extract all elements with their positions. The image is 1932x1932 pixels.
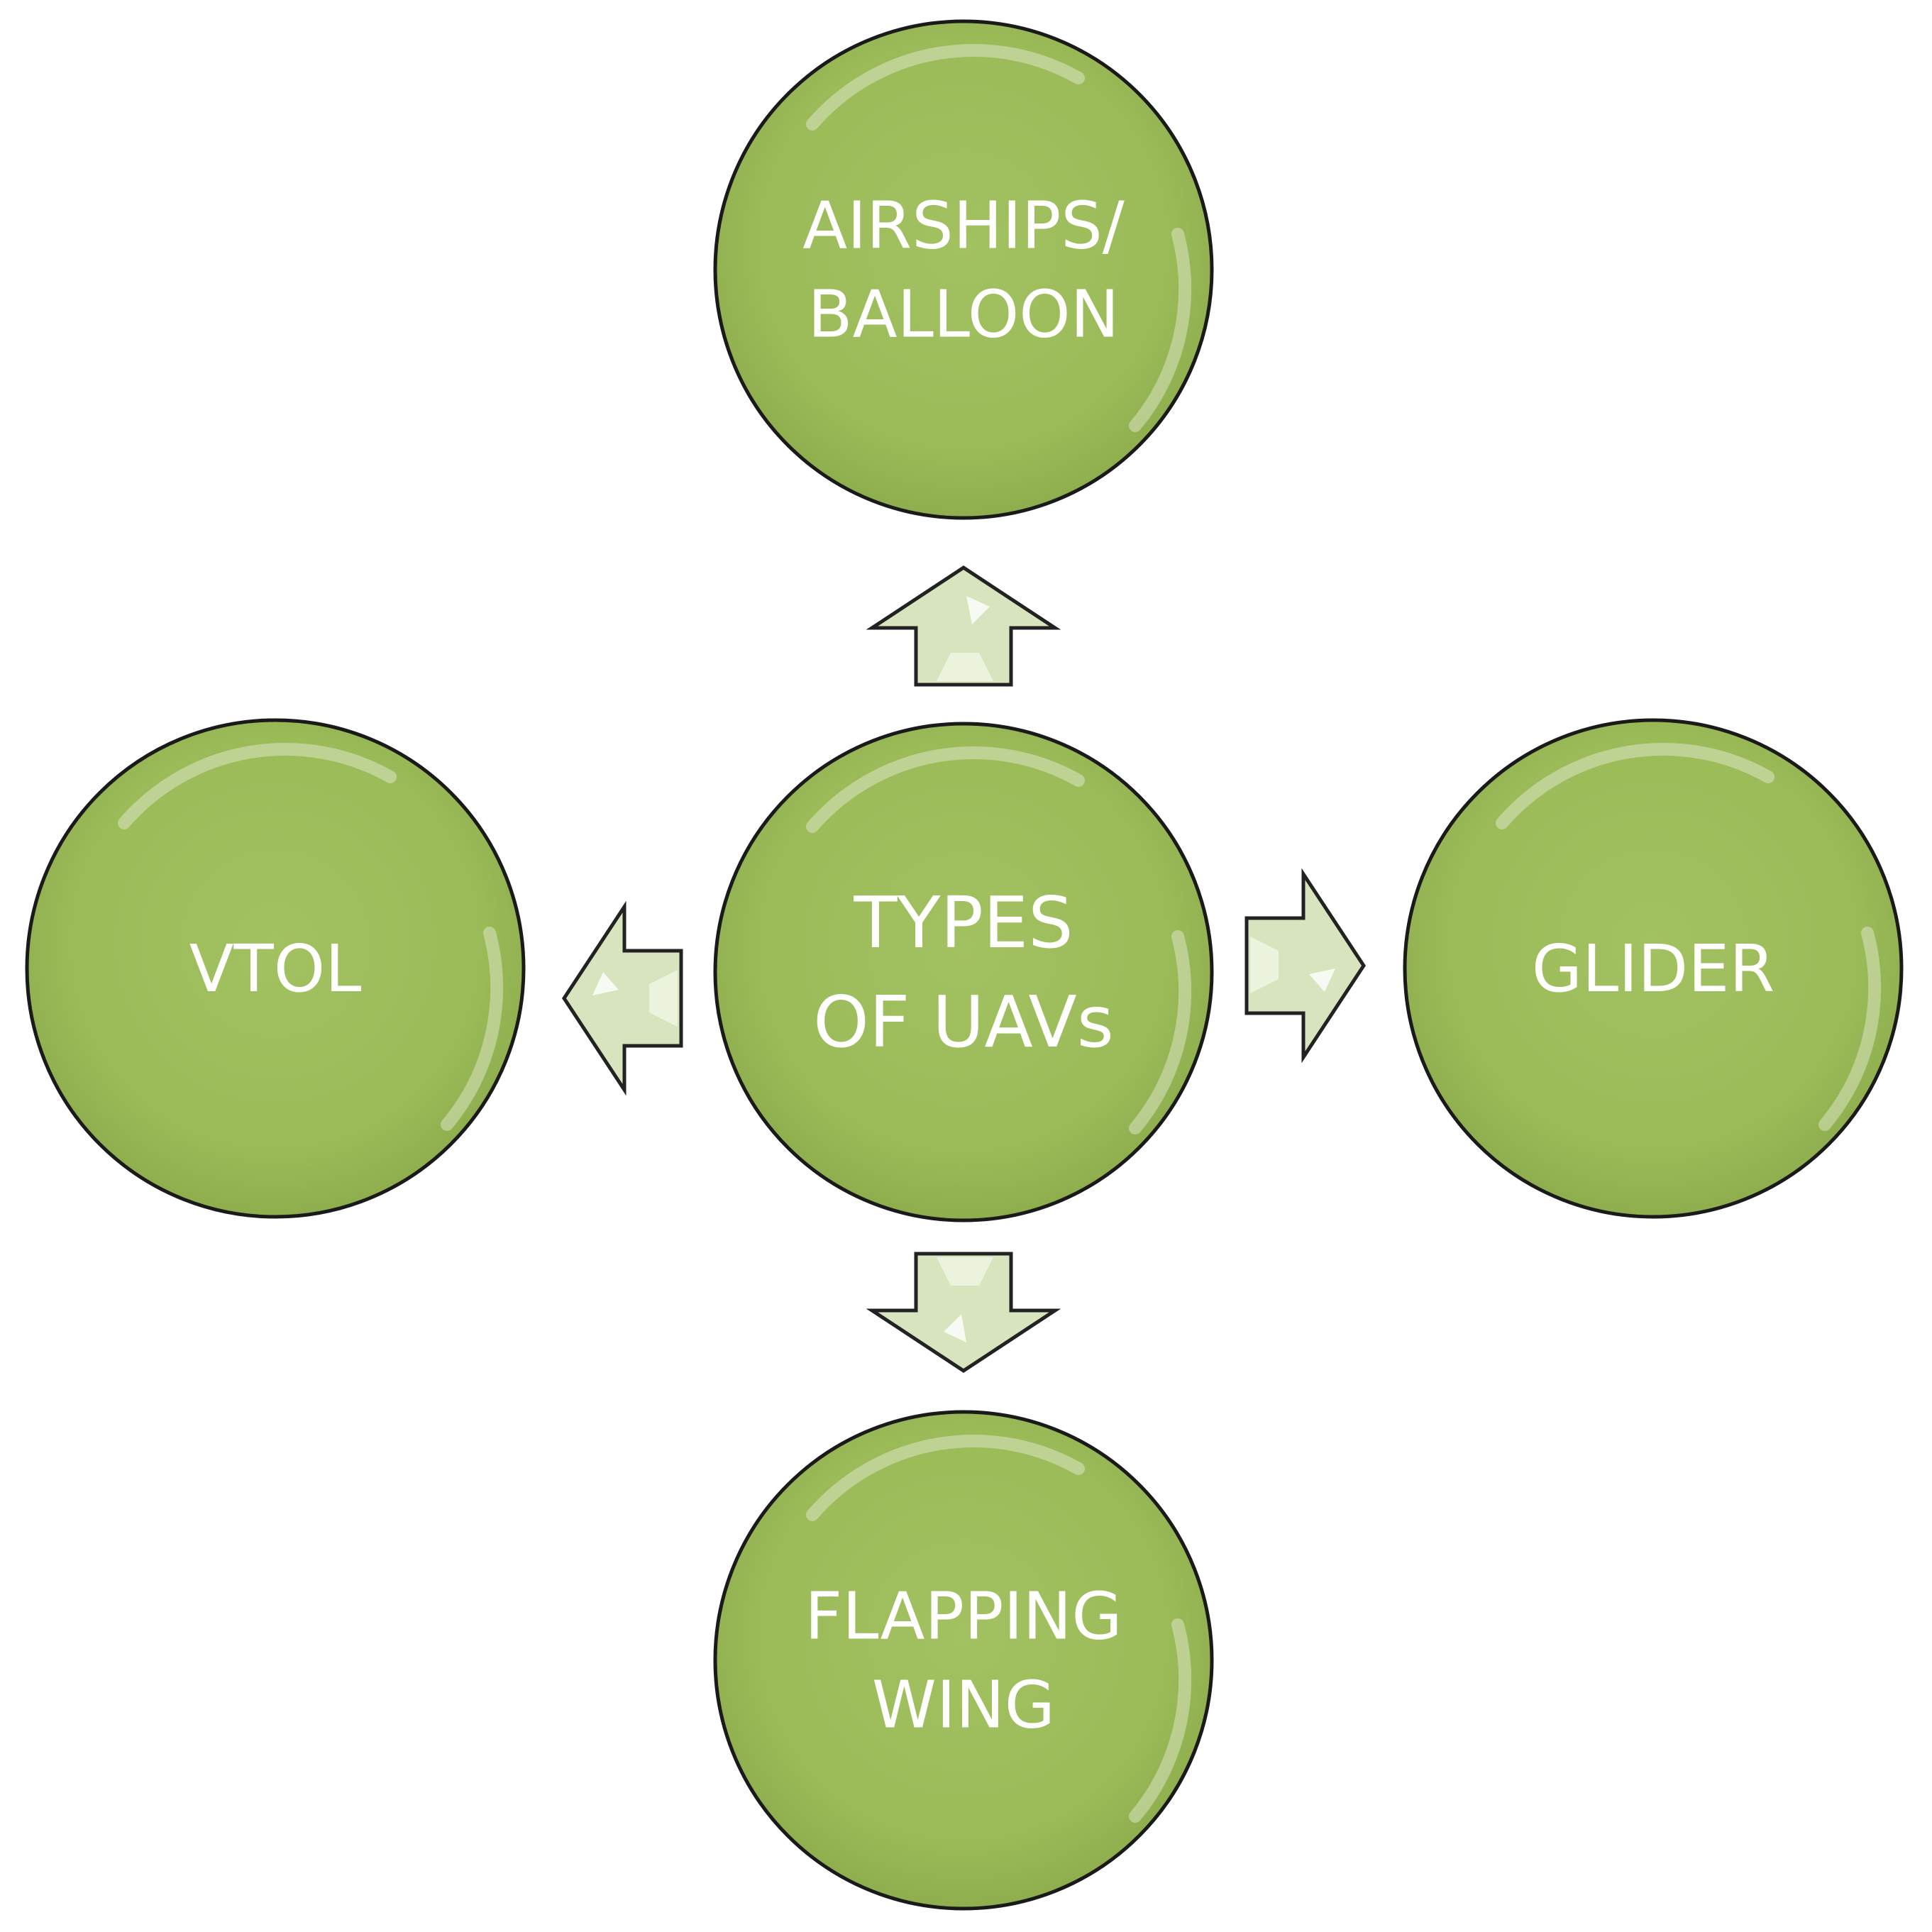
label-top-line: BALLOON xyxy=(808,276,1120,352)
arrow-up-icon xyxy=(866,565,1061,687)
node-glider-label: GLIDER xyxy=(1532,931,1775,1007)
node-vtol-label: VTOL xyxy=(189,931,362,1007)
label-center-line: TYPES xyxy=(853,881,1073,964)
label-bottom-line: FLAPPING xyxy=(805,1578,1122,1654)
label-left-line: VTOL xyxy=(189,931,362,1007)
node-flapping-wing-label: FLAPPING WING xyxy=(805,1578,1122,1743)
label-right-line: GLIDER xyxy=(1532,931,1775,1007)
node-flapping-wing: FLAPPING WING xyxy=(713,1410,1214,1911)
node-glider: GLIDER xyxy=(1403,718,1904,1219)
label-top-line: AIRSHIPS/ xyxy=(802,187,1125,263)
label-center-line: OF UAVs xyxy=(813,981,1114,1064)
node-airships-balloon-label: AIRSHIPS/BALLOON xyxy=(802,187,1125,352)
label-bottom-line: WING xyxy=(872,1667,1055,1743)
arrow-down-icon xyxy=(866,1252,1061,1373)
node-vtol: VTOL xyxy=(25,718,526,1219)
arrow-left-icon xyxy=(562,900,683,1096)
node-types-of-uavs-label: TYPES OF UAVs xyxy=(813,881,1114,1064)
arrow-right-icon xyxy=(1244,868,1366,1064)
node-airships-balloon: AIRSHIPS/BALLOON xyxy=(713,19,1214,520)
node-types-of-uavs: TYPES OF UAVs xyxy=(713,722,1214,1222)
